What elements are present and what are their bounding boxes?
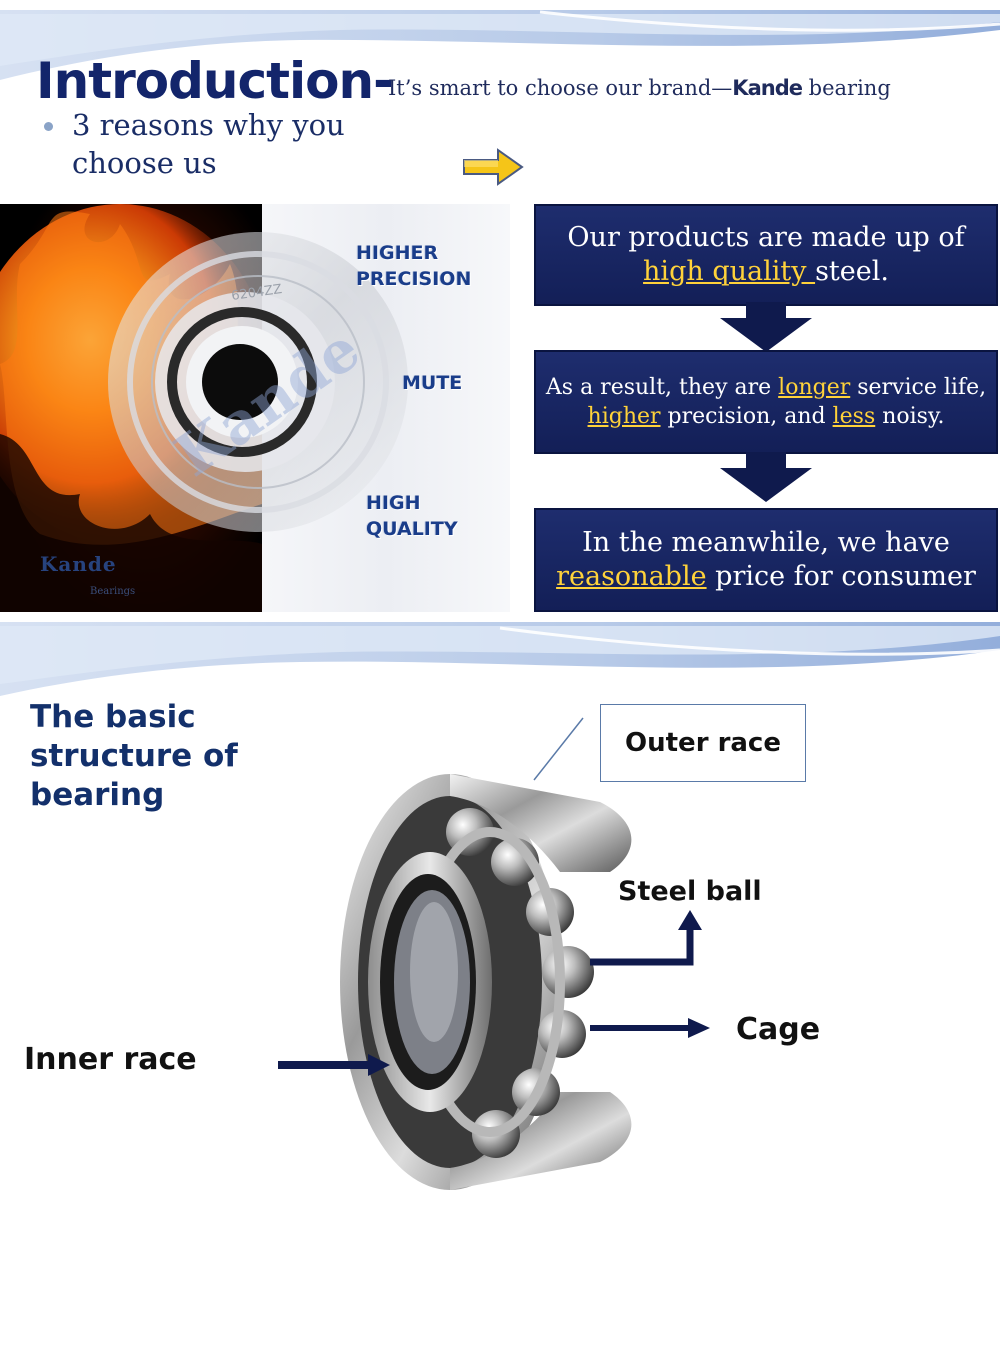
highlight-text: higher: [587, 404, 661, 429]
reason-box-result: As a result, they are longer service lif…: [534, 350, 998, 454]
down-arrow-icon: [720, 452, 812, 502]
bearing-illustration: [340, 774, 632, 1190]
box-text: precision, and: [660, 404, 833, 429]
box-text: steel.: [815, 256, 889, 287]
reason-box-quality: Our products are made up of high quality…: [534, 204, 998, 306]
outer-race-leader-line: [533, 717, 584, 781]
label-outer-race: Outer race: [600, 704, 806, 782]
feature-higher-precision: HIGHER PRECISION: [356, 240, 471, 292]
highlight-text: less: [832, 404, 876, 429]
pointer-arrows: [278, 717, 710, 1076]
box-text: As a result, they are: [545, 375, 779, 400]
feature-mute: MUTE: [402, 372, 463, 394]
box-text: service life,: [850, 375, 987, 400]
bullet-reasons: 3 reasons why you choose us: [72, 108, 345, 180]
structure-title: The basic structure of bearing: [30, 699, 238, 813]
down-arrow-icon: [720, 302, 812, 352]
bearing-photo-illustration: 6204ZZ Kande: [0, 204, 408, 612]
cage-arrow-icon: [590, 1018, 710, 1038]
box-text: Our products are made up of: [567, 222, 965, 253]
label-inner-race: Inner race: [24, 1042, 197, 1077]
feature-high-quality: HIGH QUALITY: [366, 490, 458, 542]
subtitle-brand: Kande: [732, 76, 803, 100]
box-text: In the meanwhile, we have: [582, 527, 950, 558]
feature-word: QUALITY: [366, 518, 458, 540]
inner-race-arrow-icon: [278, 1054, 390, 1076]
label-cage: Cage: [736, 1012, 821, 1047]
flame-image: 6204ZZ Kande HIGHER PRECISION MUTE HIGH QU…: [0, 204, 510, 612]
header-swoosh-decoration: [0, 622, 1000, 696]
feature-word: PRECISION: [356, 268, 472, 290]
slide-subtitle: It’s smart to choose our brand—Kande bea…: [388, 76, 891, 100]
header-swoosh-decoration: [0, 10, 1000, 80]
subtitle-text: It’s smart to choose our brand—: [388, 76, 733, 100]
slide-bearing-structure: The basic structure of bearing: [0, 622, 1000, 1246]
box-text: price for consumer: [706, 561, 976, 592]
feature-word: HIGH: [366, 492, 421, 514]
steel-ball-arrow-icon: [590, 910, 702, 966]
highlight-text: reasonable: [556, 561, 707, 592]
highlight-text: high quality: [643, 256, 816, 287]
slide-title: Introduction-: [36, 52, 394, 110]
slide-introduction: Introduction- It’s smart to choose our b…: [0, 0, 1000, 616]
bearing-model-marking: 6204ZZ: [230, 282, 283, 304]
reason-box-price: In the meanwhile, we have reasonable pri…: [534, 508, 998, 612]
right-arrow-icon: [463, 148, 524, 186]
brand-logo-subtitle: Bearings: [90, 586, 136, 597]
box-text: noisy.: [875, 404, 945, 429]
brand-logo: Kande: [40, 552, 117, 576]
feature-word: HIGHER: [356, 242, 439, 264]
bullet-dot: [44, 122, 53, 131]
subtitle-text-end: bearing: [801, 76, 891, 100]
highlight-text: longer: [778, 375, 851, 400]
label-steel-ball: Steel ball: [618, 876, 762, 907]
